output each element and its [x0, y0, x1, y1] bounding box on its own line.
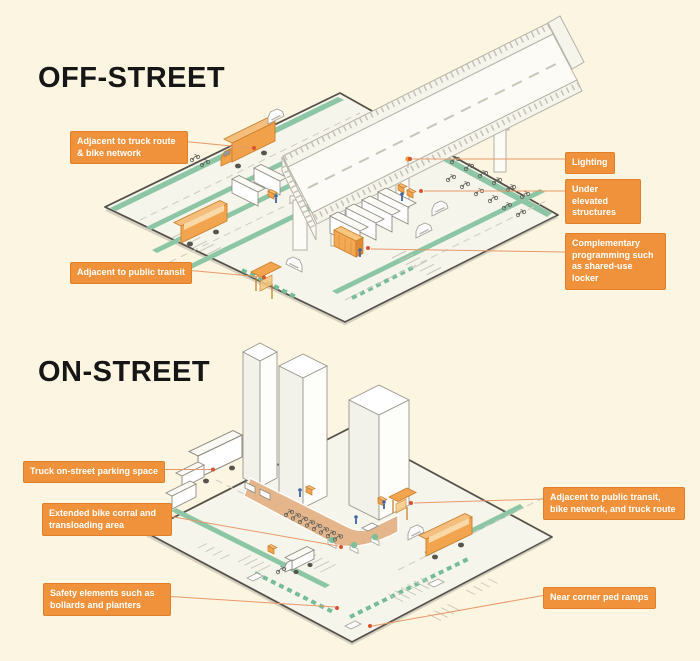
crosswalk-right	[391, 250, 442, 275]
bus-shelter	[387, 487, 418, 520]
callout-ped-ramps: Near corner ped ramps	[543, 587, 656, 609]
callout-lighting: Lighting	[565, 152, 615, 174]
pickup-truck	[283, 545, 316, 575]
on-street-scene	[144, 342, 553, 646]
off-street-title: OFF-STREET	[38, 62, 226, 94]
callout-truck-parking: Truck on-street parking space	[23, 461, 166, 483]
cyclist-icon	[189, 154, 201, 163]
city-bus	[417, 512, 474, 560]
elevated-highway	[281, 15, 585, 241]
curb-extension-corral	[243, 477, 399, 548]
bike-crossing-dashes	[254, 556, 471, 619]
callout-complementary: Complementary programming such as shared…	[565, 233, 666, 290]
crosswalk-groups	[197, 543, 498, 621]
orange-truck	[220, 117, 277, 169]
callout-under-elevated: Under elevated structures	[565, 179, 641, 225]
callout-truck-route: Adjacent to truck route & bike network	[70, 131, 188, 165]
city-bus	[172, 199, 229, 247]
ground-shadow-edge	[145, 534, 552, 646]
ground-shadow-edge	[105, 209, 558, 326]
bus-shelter	[249, 261, 283, 299]
off-street-scene	[104, 15, 585, 326]
transloading-carts	[244, 481, 379, 532]
shared-use-locker	[333, 226, 364, 258]
leader-dots	[211, 146, 423, 628]
callout-bike-corral: Extended bike corral and transloading ar…	[42, 503, 172, 537]
callout-public-transit: Adjacent to public transit	[70, 262, 193, 284]
on-street-title: ON-STREET	[38, 356, 211, 388]
leader-lines	[162, 140, 566, 627]
callout-safety: Safety elements such as bollards and pla…	[43, 583, 171, 617]
buildings	[242, 342, 411, 521]
callout-transit-network: Adjacent to public transit, bike network…	[543, 487, 685, 521]
loading-trucks	[231, 164, 288, 207]
